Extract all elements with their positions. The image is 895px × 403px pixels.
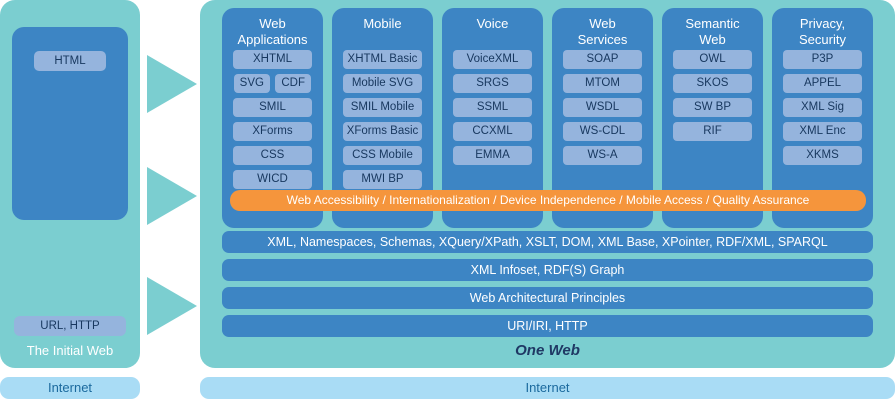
initial-web-caption: The Initial Web: [26, 343, 114, 358]
chip-row: SMIL Mobile: [332, 98, 433, 117]
column-title: Semantic Web: [685, 16, 740, 48]
chip-row: Mobile SVG: [332, 74, 433, 93]
tech-chip: CSS Mobile: [343, 146, 422, 165]
column-title: Web Services: [577, 16, 628, 48]
one-web-caption: One Web: [515, 342, 580, 359]
chip-row: XKMS: [772, 146, 873, 165]
tech-chip: WICD: [233, 170, 312, 189]
tech-chip: XHTML: [233, 50, 312, 69]
column-title: Web Applications: [237, 16, 308, 48]
tech-chip: WS-A: [563, 146, 642, 165]
internet-bar-left: Internet: [0, 377, 140, 399]
tech-chip: WSDL: [563, 98, 642, 117]
tech-chip: SVG: [233, 74, 270, 93]
chip-row: XML Sig: [772, 98, 873, 117]
foundation-bar: Web Architectural Principles: [222, 287, 873, 309]
arrow-right-icon: [147, 167, 197, 225]
tech-chip: MTOM: [563, 74, 642, 93]
tech-chip: RIF: [673, 122, 752, 141]
arrow-right-icon: [147, 277, 197, 335]
chip-row: SRGS: [442, 74, 543, 93]
tech-chip: EMMA: [453, 146, 532, 165]
tech-chip: VoiceXML: [453, 50, 532, 69]
chip-row: SKOS: [662, 74, 763, 93]
chip-row: SOAP: [552, 50, 653, 69]
chip-row: SW BP: [662, 98, 763, 117]
column-title: Voice: [476, 16, 509, 31]
chip-row: WS-CDL: [552, 122, 653, 141]
internet-bar-right: Internet: [200, 377, 895, 399]
tech-chip: SSML: [453, 98, 532, 117]
foundation-bar: XML Infoset, RDF(S) Graph: [222, 259, 873, 281]
chip-row: RIF: [662, 122, 763, 141]
tech-chip: CCXML: [453, 122, 532, 141]
arrow-right-icon: [147, 55, 197, 113]
foundation-bar: URI/IRI, HTTP: [222, 315, 873, 337]
horizontal-activities-bar: Web Accessibility / Internationalization…: [230, 190, 866, 211]
chip-row: SMIL: [222, 98, 323, 117]
initial-web-box: HTML: [12, 27, 128, 220]
tech-chip: XHTML Basic: [343, 50, 422, 69]
chip-row: WICD: [222, 170, 323, 189]
chip-row: VoiceXML: [442, 50, 543, 69]
chip-row: XHTML Basic: [332, 50, 433, 69]
tech-chip: MWI BP: [343, 170, 422, 189]
tech-chip: OWL: [673, 50, 752, 69]
tech-chip: SKOS: [673, 74, 752, 93]
chip-row: XForms: [222, 122, 323, 141]
chip-row: XForms Basic: [332, 122, 433, 141]
foundation-bars: XML, Namespaces, Schemas, XQuery/XPath, …: [222, 231, 873, 337]
chip-row: OWL: [662, 50, 763, 69]
column-title: Privacy, Security: [799, 16, 846, 48]
chip-row: P3P: [772, 50, 873, 69]
chip-row: WS-A: [552, 146, 653, 165]
tech-chip: XML Sig: [783, 98, 862, 117]
url-http-chip: URL, HTTP: [14, 316, 126, 336]
tech-chip: SMIL: [233, 98, 312, 117]
chip-row: CSS: [222, 146, 323, 165]
tech-chip: XML Enc: [783, 122, 862, 141]
chip-row: MWI BP: [332, 170, 433, 189]
tech-chip: APPEL: [783, 74, 862, 93]
chip-row: EMMA: [442, 146, 543, 165]
tech-chip: SMIL Mobile: [343, 98, 422, 117]
chip-row: APPEL: [772, 74, 873, 93]
tech-chip: WS-CDL: [563, 122, 642, 141]
tech-chip: XKMS: [783, 146, 862, 165]
tech-chip: CDF: [275, 74, 312, 93]
column-title: Mobile: [363, 16, 402, 31]
chip-row: SVG CDF: [222, 74, 323, 93]
tech-chip: CSS: [233, 146, 312, 165]
tech-chip: XForms Basic: [343, 122, 422, 141]
tech-chip: XForms: [233, 122, 312, 141]
chip-row: CSS Mobile: [332, 146, 433, 165]
initial-web-panel: HTML URL, HTTP The Initial Web: [0, 0, 140, 368]
foundation-bar: XML, Namespaces, Schemas, XQuery/XPath, …: [222, 231, 873, 253]
tech-chip: Mobile SVG: [343, 74, 422, 93]
tech-chip: SW BP: [673, 98, 752, 117]
tech-chip: SRGS: [453, 74, 532, 93]
tech-chip: P3P: [783, 50, 862, 69]
tech-chip: SOAP: [563, 50, 642, 69]
chip-row: XHTML: [222, 50, 323, 69]
chip-row: MTOM: [552, 74, 653, 93]
html-chip: HTML: [34, 51, 106, 71]
chip-row: XML Enc: [772, 122, 873, 141]
chip-row: CCXML: [442, 122, 543, 141]
chip-row: SSML: [442, 98, 543, 117]
chip-row: WSDL: [552, 98, 653, 117]
